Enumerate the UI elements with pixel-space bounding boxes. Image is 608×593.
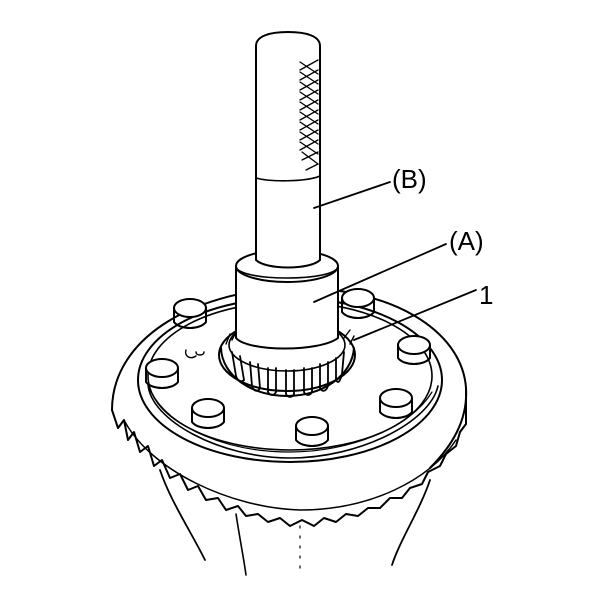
bolt-4	[146, 359, 178, 388]
bolt-6	[296, 417, 328, 446]
leader-b	[314, 182, 390, 208]
leader-1	[354, 290, 476, 340]
callout-label-1: 1	[479, 280, 494, 310]
leader-a	[314, 244, 446, 302]
callout-label-a: (A)	[449, 226, 484, 256]
bolt-3	[398, 336, 430, 364]
drift-handle-b	[256, 32, 320, 268]
bolt-2	[342, 289, 374, 318]
bolt-1	[174, 299, 206, 328]
flange-bolts	[146, 289, 430, 446]
leader-lines	[314, 182, 476, 340]
bolt-7	[380, 389, 412, 418]
bolt-5	[192, 399, 224, 428]
callout-label-b: (B)	[392, 164, 427, 194]
